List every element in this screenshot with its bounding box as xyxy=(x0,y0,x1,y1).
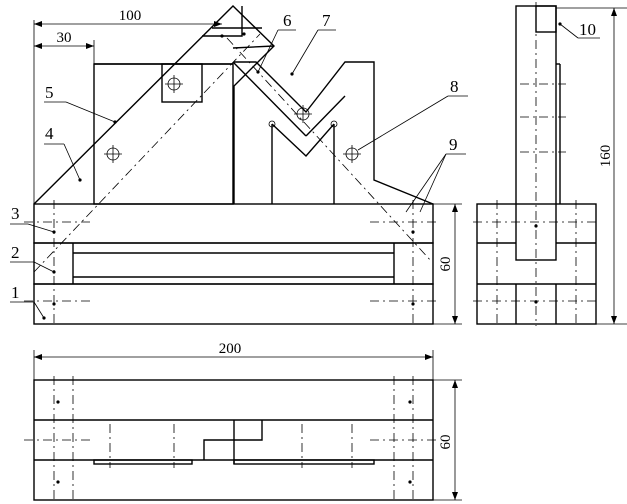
side-base xyxy=(476,203,597,325)
hole-left xyxy=(104,145,122,163)
label-6: 6 xyxy=(283,11,292,30)
dim-60-front: 60 xyxy=(438,257,454,272)
label-2: 2 xyxy=(11,243,20,262)
dim-160: 160 xyxy=(598,145,614,168)
label-3: 3 xyxy=(11,204,20,223)
side-view: 160 10 xyxy=(473,2,627,326)
dim-60-top: 60 xyxy=(438,435,454,450)
hole-center xyxy=(294,105,312,123)
dim-100: 100 xyxy=(119,8,142,24)
dim-30: 30 xyxy=(57,30,72,46)
label-4: 4 xyxy=(45,124,54,143)
label-1: 1 xyxy=(11,283,20,302)
hole-right xyxy=(343,145,361,163)
label-7: 7 xyxy=(322,11,331,30)
angle-bracket-7 xyxy=(234,61,434,205)
base-block-1 xyxy=(33,283,434,325)
top-plate-3 xyxy=(33,203,434,244)
label-10: 10 xyxy=(579,20,596,39)
front-view: 100 30 60 1 2 3 4 5 6 7 8 xyxy=(10,5,468,326)
label-8: 8 xyxy=(450,77,459,96)
middle-block-2 xyxy=(33,242,434,285)
hole-top-left xyxy=(165,75,183,93)
top-view: 200 60 xyxy=(24,341,462,502)
label-5: 5 xyxy=(45,83,54,102)
dim-200: 200 xyxy=(219,341,242,357)
label-9: 9 xyxy=(449,135,458,154)
support-plate-5 xyxy=(93,63,234,205)
